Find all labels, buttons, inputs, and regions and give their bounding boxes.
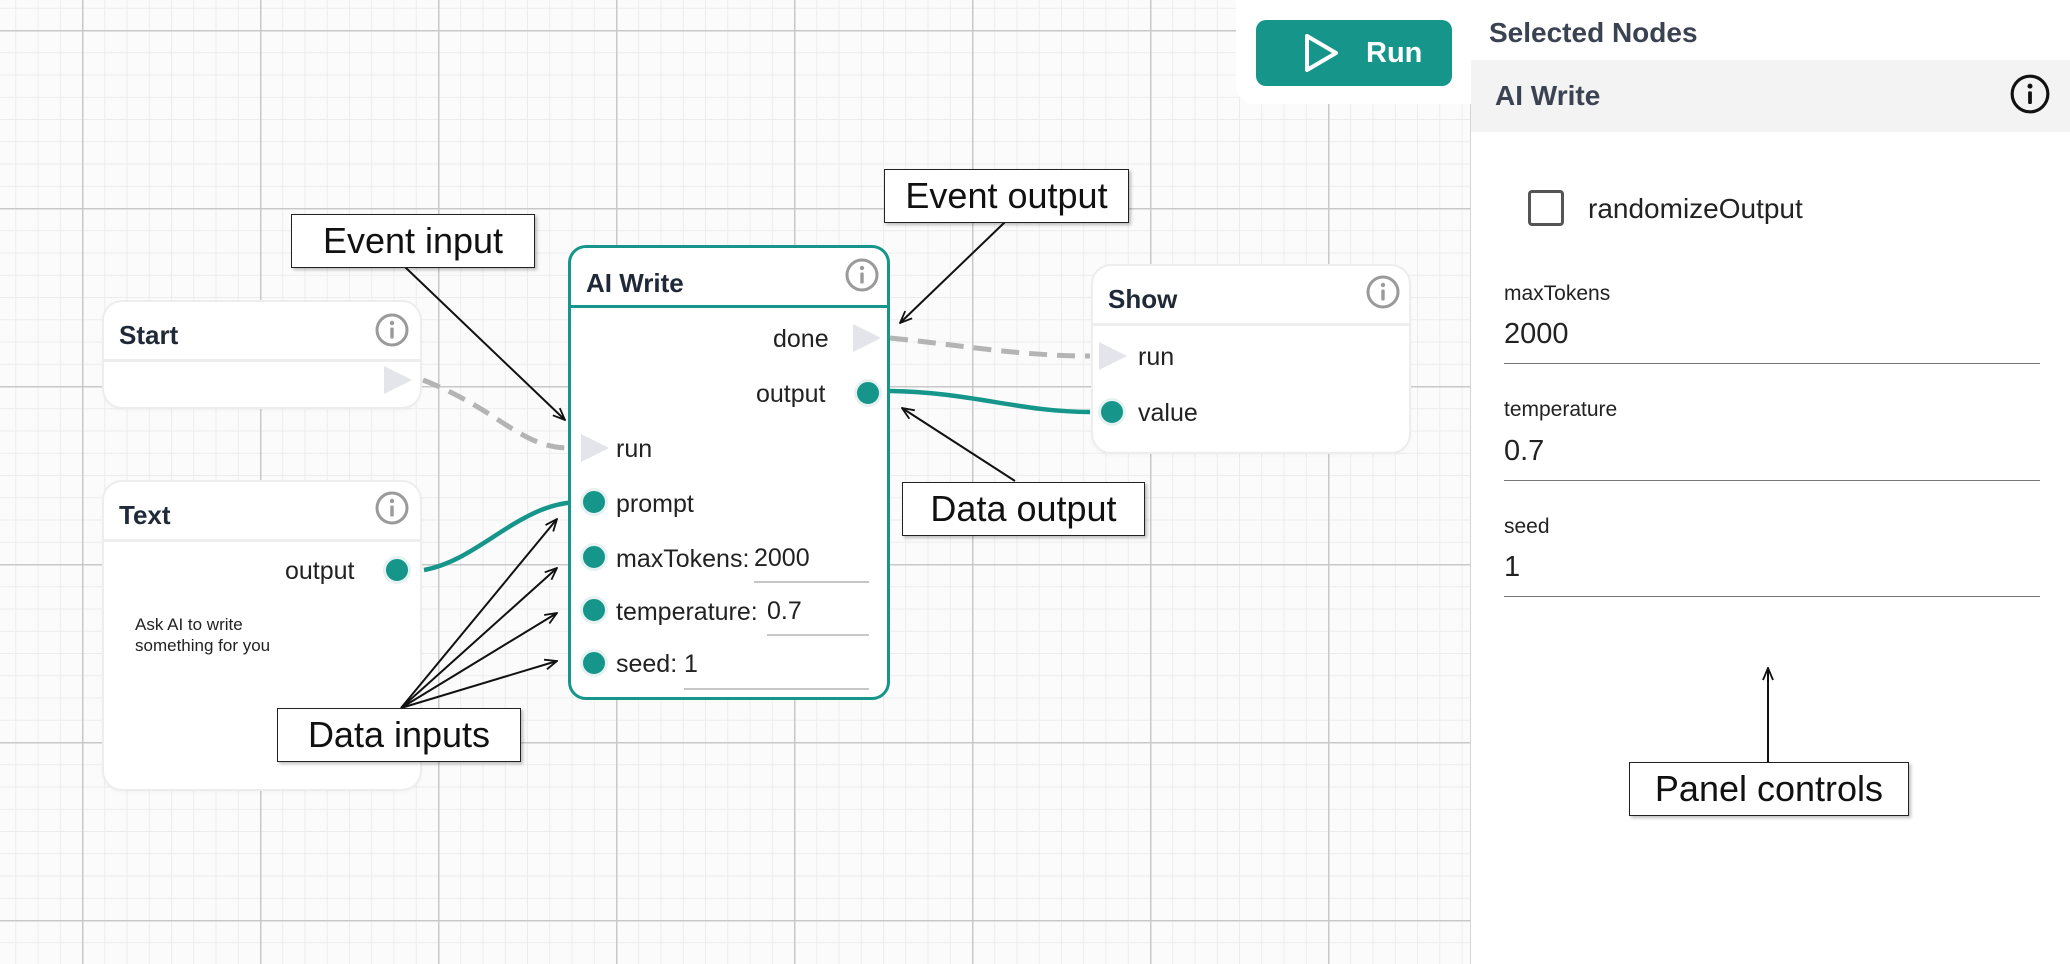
ai-done-label: done [773, 325, 829, 353]
panel-heading: Selected Nodes [1489, 17, 1698, 48]
text-output-label: output [285, 557, 355, 585]
callout-event-input: Event input [291, 214, 535, 268]
ai-output-port[interactable] [854, 379, 882, 407]
callout-data-inputs: Data inputs [277, 708, 521, 762]
info-icon[interactable] [844, 257, 880, 293]
info-icon[interactable] [1365, 274, 1401, 310]
field-input-max-tokens[interactable]: 2000 [1504, 318, 2040, 364]
randomize-output-checkbox[interactable] [1528, 190, 1564, 226]
panel-node-header: AI Write [1471, 60, 2070, 132]
ai-seed-underline [684, 688, 869, 690]
ai-seed-value[interactable]: 1 [684, 650, 698, 678]
field-label-temperature: temperature [1504, 398, 1618, 421]
node-ai-write-header: AI Write [571, 248, 887, 308]
node-show-title: Show [1108, 284, 1178, 314]
field-input-temperature[interactable]: 0.7 [1504, 435, 2040, 481]
randomize-output-label: randomizeOutput [1588, 193, 1803, 224]
node-ai-write-title: AI Write [586, 268, 684, 298]
field-label-seed: seed [1504, 515, 1550, 538]
node-text-header: Text [104, 482, 420, 542]
play-icon [1305, 34, 1338, 72]
show-run-label: run [1138, 343, 1175, 371]
ai-max-tokens-value[interactable]: 2000 [754, 544, 810, 572]
node-show[interactable]: Show run value [1093, 266, 1409, 452]
ai-max-tokens-underline [754, 581, 869, 583]
panel-node-title: AI Write [1495, 80, 1601, 111]
ai-done-event-output-triangle[interactable] [851, 322, 883, 354]
node-start-header: Start [104, 302, 420, 362]
field-label-max-tokens: maxTokens [1504, 282, 1611, 305]
info-icon[interactable] [374, 312, 410, 348]
ai-temperature-underline [767, 634, 869, 636]
ai-prompt-port[interactable] [580, 488, 608, 516]
show-value-port[interactable] [1098, 398, 1126, 426]
callout-event-output: Event output [884, 169, 1129, 223]
node-ai-write[interactable]: AI Write done output run prompt maxToken… [568, 245, 890, 700]
text-output-port[interactable] [383, 556, 411, 584]
show-value-label: value [1138, 399, 1198, 427]
ai-seed-port[interactable] [580, 649, 608, 677]
callout-panel-controls: Panel controls [1629, 762, 1909, 816]
ai-run-event-input-triangle[interactable] [579, 432, 611, 464]
info-icon[interactable] [2009, 73, 2051, 115]
selected-nodes-panel: Selected Nodes AI Write randomizeOutput … [1471, 0, 2070, 964]
ai-temperature-label: temperature: [616, 598, 758, 626]
info-icon[interactable] [374, 490, 410, 526]
ai-seed-label: seed: [616, 650, 678, 678]
ai-output-label: output [756, 380, 826, 408]
ai-run-label: run [616, 435, 653, 463]
field-input-seed[interactable]: 1 [1504, 551, 2040, 597]
show-run-event-input-triangle[interactable] [1097, 340, 1129, 372]
ai-temperature-value[interactable]: 0.7 [767, 597, 802, 625]
run-button-label: Run [1366, 36, 1423, 69]
text-node-content[interactable]: Ask AI to write something for you [135, 615, 271, 655]
run-button[interactable]: Run [1256, 20, 1452, 86]
ai-prompt-label: prompt [616, 490, 694, 518]
node-start-title: Start [119, 320, 179, 350]
ai-max-tokens-port[interactable] [580, 543, 608, 571]
node-show-header: Show [1093, 266, 1409, 326]
callout-data-output: Data output [902, 482, 1145, 536]
node-text-title: Text [119, 500, 171, 530]
ai-max-tokens-label: maxTokens: [616, 545, 750, 573]
start-event-output-triangle[interactable] [382, 364, 414, 396]
ai-temperature-port[interactable] [580, 596, 608, 624]
node-start[interactable]: Start [104, 302, 420, 407]
